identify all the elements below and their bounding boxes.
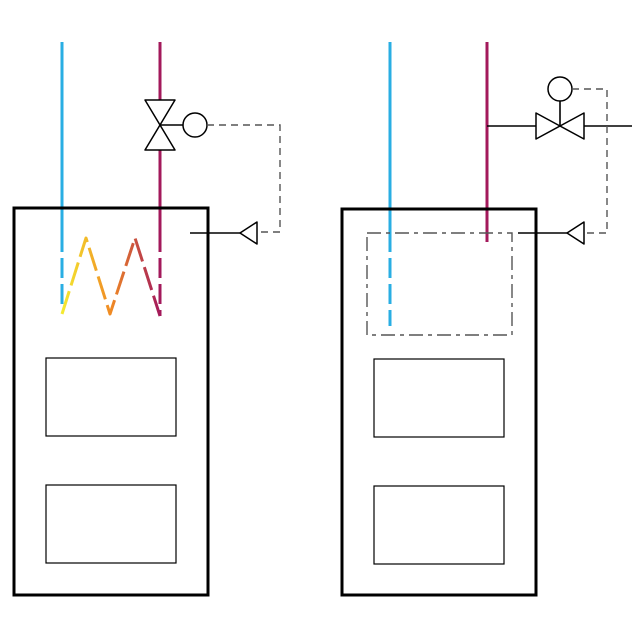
- left-valve-actuator-icon: [182, 112, 208, 138]
- right-panel-lower: [373, 485, 505, 565]
- right-three-way-valve: [535, 76, 585, 140]
- left-two-way-valve: [144, 99, 208, 151]
- right-panel-upper: [373, 358, 505, 438]
- left-control-signal: [207, 124, 281, 233]
- left-cabinet: [12, 206, 210, 597]
- right-storage-tank: [366, 232, 513, 336]
- left-panel-lower: [45, 484, 177, 564]
- right-valve-actuator-icon: [547, 76, 573, 102]
- left-temperature-sensor-icon: [190, 221, 258, 245]
- left-heating-coil: [60, 236, 162, 317]
- left-panel-upper: [45, 357, 177, 437]
- right-control-signal: [572, 88, 608, 234]
- right-temperature-sensor-icon: [518, 221, 585, 245]
- right-unit: [340, 42, 632, 597]
- right-cabinet: [340, 207, 538, 597]
- left-unit: [12, 42, 281, 597]
